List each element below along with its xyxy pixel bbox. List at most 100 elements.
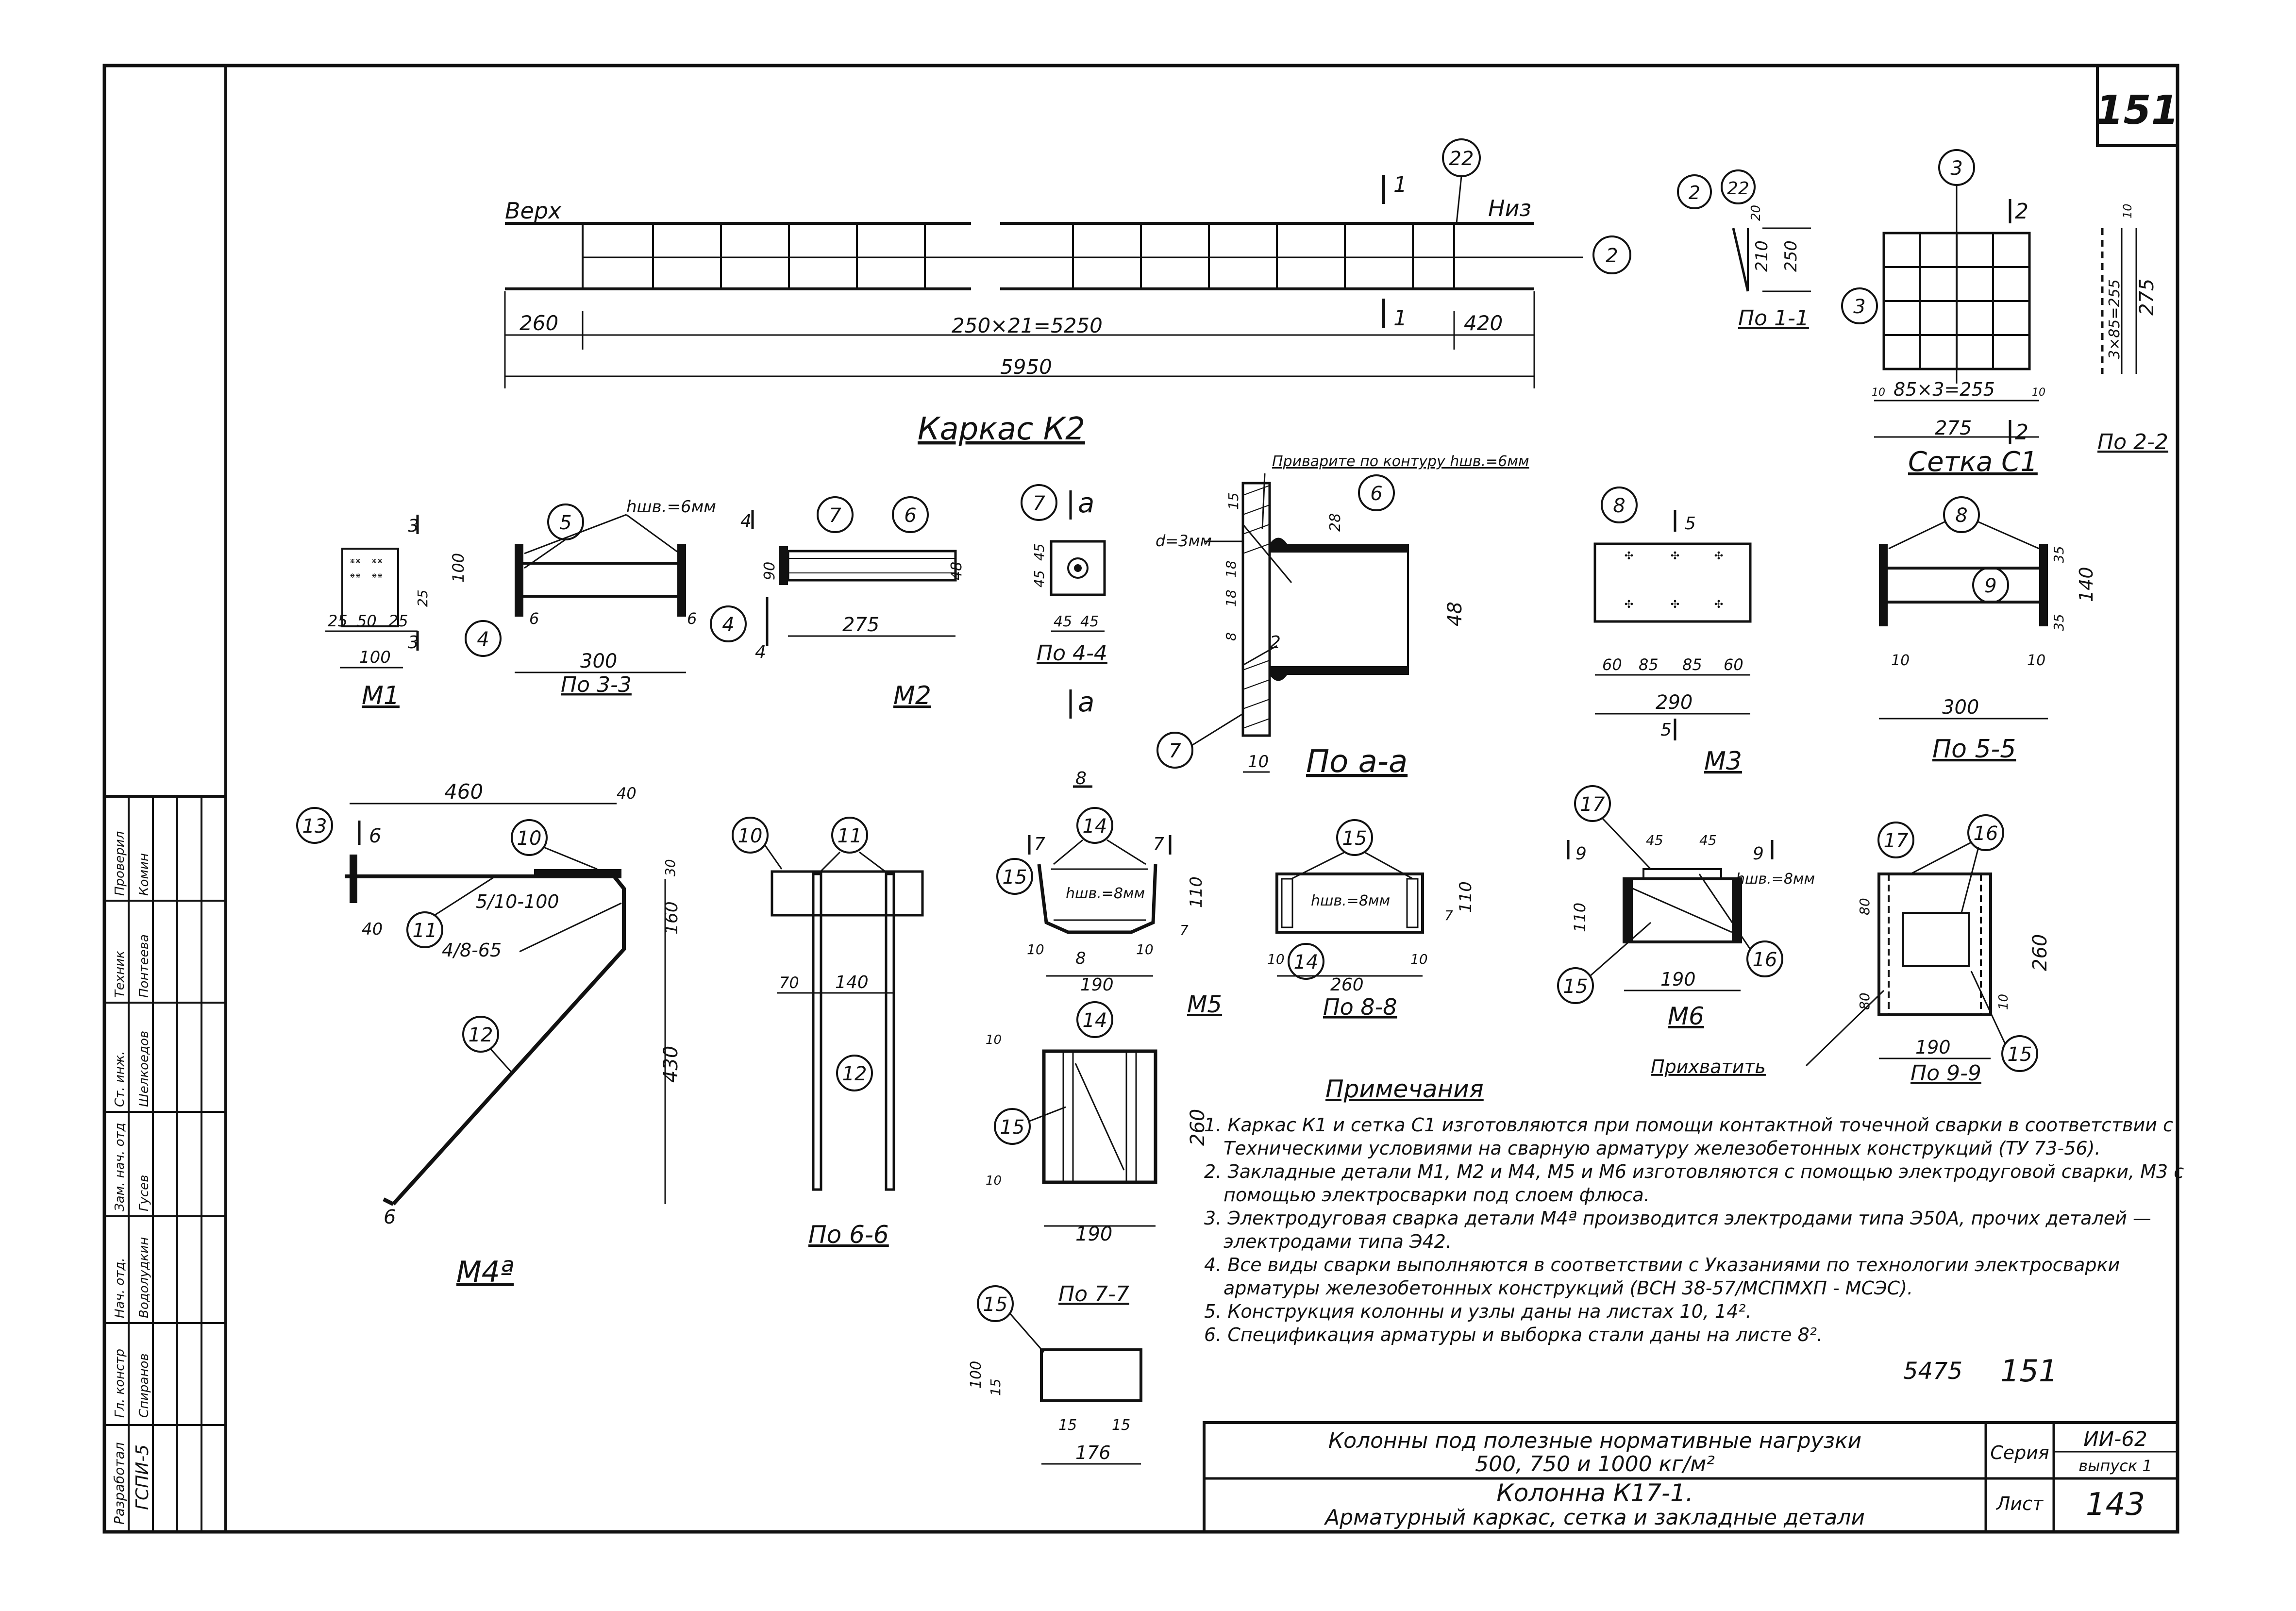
s77top-dim-190: 190: [1075, 1223, 1112, 1245]
stamp-position: Техник: [113, 951, 127, 998]
s44-dim-45d: 45: [1080, 613, 1099, 630]
page-number-box: 151: [2095, 64, 2179, 147]
s88-dim-10a: 10: [1267, 951, 1285, 967]
m4-pos-13: 13: [302, 815, 327, 838]
m4-dim-460: 460: [444, 780, 483, 804]
s99-dim-80a: 80: [1857, 898, 1873, 915]
s22-dim-255: 3×85=255: [2106, 279, 2123, 359]
notes-lines: 1. Каркас К1 и сетка С1 изготовляются пр…: [1204, 1114, 2184, 1345]
section-7-7-plan: 14 15 260 10 10 190: [986, 1001, 1209, 1245]
svg-text:⋇⋇: ⋇⋇: [371, 557, 383, 565]
note-line: 6. Спецификация арматуры и выборка стали…: [1204, 1324, 1823, 1345]
m6-tack: Прихватить: [1651, 1056, 1766, 1077]
s88-dim-260: 260: [1330, 975, 1364, 995]
m4-dim-430: 430: [660, 1046, 682, 1083]
k2-dim-total: 5950: [1000, 355, 1052, 379]
s33-weld: hшв.=6мм: [626, 497, 716, 517]
m5-mark-7-left: 7: [1034, 834, 1045, 854]
section-6-6: 10 11 12 70 140 По 6-6: [732, 817, 924, 1249]
detail-m1: ⋇⋇⋇⋇ ⋇⋇⋇⋇ 3 3 100 25 25 50 25 100 М1: [325, 515, 468, 710]
s77-dim-176: 176: [1075, 1442, 1111, 1463]
m1-dim-100h: 100: [359, 648, 391, 667]
m4-dim-30: 30: [662, 859, 678, 876]
c1-section-mark-bottom: 2: [2015, 420, 2028, 445]
stamp-name: Спиранов: [137, 1353, 151, 1418]
svg-text:✣: ✣: [1671, 550, 1679, 562]
s66-pos-12: 12: [842, 1063, 867, 1085]
s77-dim-15v: 15: [988, 1378, 1004, 1396]
s66-pos-11: 11: [838, 825, 862, 847]
k2-bottom-label: Низ: [1488, 195, 1531, 221]
k2-pos-22: 22: [1449, 148, 1474, 170]
k2-title: Каркас К2: [918, 411, 1085, 447]
s99-pos-17: 17: [1884, 830, 1909, 852]
s11-dim-20: 20: [1749, 205, 1763, 221]
section-5-5: 8 9 140 35 35 10 10 300 По 5-5: [1879, 496, 2097, 764]
s22-dim-275: 275: [2136, 279, 2158, 316]
s77-pos-15: 15: [983, 1293, 1008, 1316]
c1-section-mark-top: 2: [2015, 199, 2028, 224]
c1-title: Сетка С1: [1908, 446, 2038, 478]
m6-pos-16: 16: [1753, 949, 1777, 971]
s55-dim-10b: 10: [2027, 652, 2045, 669]
saa-title: По а-а: [1306, 744, 1408, 780]
stamp-position: Зам. нач. отд: [113, 1123, 127, 1211]
s55-dim-35b: 35: [2051, 614, 2067, 631]
s88-dim-7: 7: [1444, 907, 1453, 923]
s77-dim-15b: 15: [1112, 1417, 1130, 1434]
svg-text:✣: ✣: [1671, 599, 1679, 611]
s22-dim-10: 10: [2121, 203, 2134, 218]
c1-dim-side-left: 10: [1872, 386, 1885, 399]
m5-mark-8-top: 8: [1075, 769, 1087, 789]
m4-dim-40: 40: [617, 784, 637, 803]
m4-pos-11: 11: [413, 920, 437, 942]
svg-text:✣: ✣: [1714, 550, 1723, 562]
m5-dim-190: 190: [1080, 975, 1114, 995]
sheet-label: Лист: [1995, 1493, 2044, 1514]
s99-dim-80b: 80: [1857, 992, 1873, 1010]
stamp-name: Водолудкин: [137, 1237, 151, 1318]
section-a-a: Приварите по контуру hшв.=6мм d=3мм 6 7 …: [1156, 453, 1529, 780]
m3-title: М3: [1704, 747, 1742, 776]
s55-dim-35a: 35: [2051, 546, 2067, 563]
saa-dim-28: 28: [1327, 513, 1344, 532]
saa-dim-15: 15: [1225, 492, 1241, 510]
m1-mark-top: 3: [408, 516, 419, 536]
s55-pos-9: 9: [1984, 575, 1996, 597]
s99-dim-260: 260: [2029, 934, 2051, 971]
c1-pos-3-top: 3: [1950, 157, 1962, 180]
m5-dim-8: 8: [1075, 949, 1086, 968]
m2-pos-6: 6: [904, 504, 916, 527]
section-1-1: 2 22 210 250 20 По 1-1: [1677, 169, 1811, 331]
s99-pos-15: 15: [2008, 1043, 2032, 1066]
stamp-position: Проверил: [113, 831, 127, 896]
s88-weld: hшв.=8мм: [1311, 892, 1390, 909]
s44-dim-45a: 45: [1031, 570, 1047, 587]
stamp-name: Понтеева: [137, 934, 151, 998]
note-line: 1. Каркас К1 и сетка С1 изготовляются пр…: [1204, 1114, 2173, 1136]
s77top-dim-10a: 10: [986, 1033, 1002, 1047]
m6-dim-190: 190: [1660, 969, 1696, 990]
note-line: Техническими условиями на сварную армату…: [1223, 1138, 2100, 1159]
stamp-position: Гл. констр: [113, 1349, 127, 1418]
stamp-role: Разработал: [111, 1442, 127, 1525]
s88-title: По 8-8: [1323, 994, 1397, 1020]
s66-title: По 6-6: [808, 1221, 889, 1249]
s22-title: По 2-2: [2097, 430, 2168, 454]
k2-top-label: Верх: [505, 198, 562, 224]
svg-text:✣: ✣: [1625, 599, 1633, 611]
s99-dim-190: 190: [1915, 1037, 1951, 1058]
saa-dim-8: 8: [1223, 632, 1239, 641]
handwritten-page: 151: [2000, 1353, 2058, 1389]
note-line: 4. Все виды сварки выполняются в соответ…: [1204, 1254, 2120, 1275]
m3-dim-290: 290: [1656, 691, 1693, 714]
s88-dim-10b: 10: [1410, 951, 1428, 967]
s11-pos-22: 22: [1727, 179, 1749, 199]
s88-pos-15: 15: [1342, 827, 1367, 850]
s11-title: По 1-1: [1738, 306, 1809, 331]
s44-pos-7: 7: [1033, 492, 1045, 515]
s99-dim-10: 10: [1996, 994, 2011, 1010]
s55-pos-8: 8: [1955, 504, 1967, 527]
m3-dim-85b: 85: [1682, 655, 1702, 674]
